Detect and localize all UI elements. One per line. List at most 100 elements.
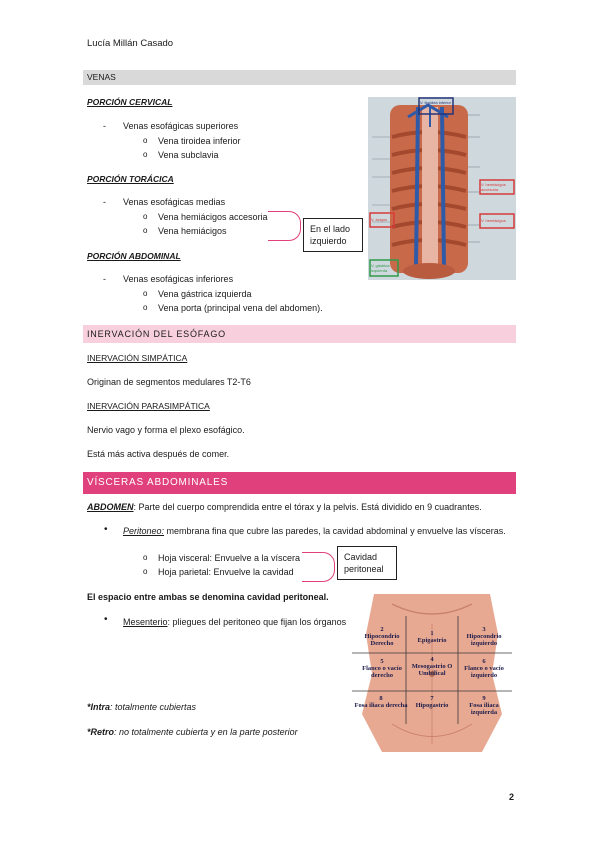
- dash-marker: -: [103, 121, 106, 131]
- region-epigastrio: 1 Epigastrio: [408, 630, 456, 644]
- subsection-title-toracica: PORCIÓN TORÁCICA: [87, 174, 174, 184]
- note-line-2: peritoneal: [344, 564, 384, 574]
- dash-marker: -: [103, 274, 106, 284]
- circle-bullet: o: [143, 136, 148, 145]
- espacio-text: El espacio entre ambas se denomina cavid…: [87, 592, 329, 602]
- section-band-venas: VENAS: [83, 70, 516, 85]
- region-name: Hipocondrio Derecho: [364, 633, 400, 647]
- bullet-dot: •: [104, 614, 108, 625]
- region-num: 8: [379, 695, 383, 702]
- region-num: 5: [380, 658, 384, 665]
- mesenterio-definition: Mesenterio: pliegues del peritoneo que f…: [123, 616, 379, 628]
- region-fosa-iliaca-izquierda: 9 Fosa iliaca izquierda: [459, 695, 509, 716]
- brace-toracica: [268, 211, 301, 241]
- abdomen-definition: ABDOMEN: Parte del cuerpo comprendida en…: [87, 502, 482, 513]
- region-hipocondrio-derecho: 2 Hipocondrio Derecho: [358, 626, 406, 647]
- subsection-title-cervical: PORCIÓN CERVICAL: [87, 97, 173, 107]
- region-num: 3: [482, 626, 486, 633]
- peritoneo-definition: Peritoneo: membrana fina que cubre las p…: [123, 526, 506, 537]
- note-line-2: izquierdo: [310, 236, 347, 246]
- region-flanco-derecho: 5 Flanco o vacío derecho: [358, 658, 406, 679]
- intra-def: : totalmente cubiertas: [110, 702, 197, 712]
- region-name: Flanco o vacío derecho: [362, 665, 402, 679]
- subsection-title-simpatica: INERVACIÓN SIMPÁTICA: [87, 353, 188, 363]
- circle-bullet: o: [143, 226, 148, 235]
- region-num: 4: [430, 656, 434, 663]
- abdominal-main-item: Venas esofágicas inferiores: [123, 274, 234, 284]
- torso-illustration: [352, 594, 512, 752]
- mesenterio-def: : pliegues del peritoneo que fijan los ó…: [167, 617, 347, 627]
- peritoneo-def: membrana fina que cubre las paredes, la …: [164, 526, 506, 536]
- abdomen-term: ABDOMEN: [87, 502, 134, 512]
- region-hipogastrio: 7 Hipogastrio: [408, 695, 456, 709]
- abdominal-item-1: Vena gástrica izquierda: [158, 289, 252, 299]
- circle-bullet: o: [143, 553, 148, 562]
- section-band-inervacion: INERVACIÓN DEL ESÓFAGO: [83, 325, 516, 343]
- intra-term: *Intra: [87, 702, 111, 712]
- circle-bullet: o: [143, 567, 148, 576]
- parasimpatica-text-2: Está más activa después de comer.: [87, 449, 230, 459]
- toracica-main-item: Venas esofágicas medias: [123, 197, 226, 207]
- region-num: 1: [430, 630, 434, 637]
- note-line-1: Cavidad: [344, 552, 378, 562]
- section-title-visceras: VÍSCERAS ABDOMINALES: [87, 477, 229, 488]
- subsection-title-abdominal: PORCIÓN ABDOMINAL: [87, 251, 181, 261]
- label-v-hemiacigos-accesoria: V. hemiácigos accesoria: [481, 182, 506, 192]
- dash-marker: -: [103, 197, 106, 207]
- region-name: Hipocondrio izquierdo: [466, 633, 502, 647]
- retro-note: *Retro: no totalmente cubierta y en la p…: [87, 727, 298, 738]
- subsection-title-parasimpatica: INERVACIÓN PARASIMPÁTICA: [87, 401, 210, 411]
- abdomen-def: : Parte del cuerpo comprendida entre el …: [133, 502, 482, 512]
- bullet-dot: •: [104, 524, 108, 535]
- cervical-main-item: Venas esofágicas superiores: [123, 121, 239, 131]
- region-mesogastrio: 4 Mesogastrio O Umbilical: [408, 656, 456, 677]
- author-name: Lucía Millán Casado: [87, 38, 174, 49]
- region-name: Fosa iliaca derecha: [354, 702, 408, 709]
- hoja-visceral: Hoja visceral: Envuelve a la víscera: [158, 553, 301, 563]
- region-name: Mesogastrio O Umbilical: [411, 663, 453, 677]
- label-v-gastrica: V. gástrica izquierda: [371, 263, 390, 273]
- retro-term: *Retro: [87, 727, 115, 737]
- region-name: Epigastrio: [417, 637, 447, 644]
- cervical-item-2: Vena subclavia: [158, 150, 219, 160]
- circle-bullet: o: [143, 289, 148, 298]
- retro-def: : no totalmente cubierta y en la parte p…: [114, 727, 298, 737]
- region-name: Fosa iliaca izquierda: [469, 702, 499, 716]
- abdominal-item-2: Vena porta (principal vena del abdomen).: [158, 303, 323, 313]
- parasimpatica-text-1: Nervio vago y forma el plexo esofágico.: [87, 425, 245, 435]
- region-name: Hipogastrio: [415, 702, 449, 709]
- region-num: 2: [380, 626, 384, 633]
- region-fosa-iliaca-derecha: 8 Fosa iliaca derecha: [354, 695, 408, 709]
- label-v-hemiacigos: V. hemiácigos: [481, 218, 506, 223]
- region-name: Flanco o vacío izquierdo: [464, 665, 504, 679]
- circle-bullet: o: [143, 212, 148, 221]
- esophagus-veins-figure: V. tiroidea inferior V. ácigos V. hemiác…: [368, 97, 516, 280]
- circle-bullet: o: [143, 303, 148, 312]
- peritoneo-term: Peritoneo:: [123, 526, 165, 536]
- cervical-item-1: Vena tiroidea inferior: [158, 136, 241, 146]
- toracica-item-1: Vena hemiácigos accesoria: [158, 212, 268, 222]
- label-v-tiroidea: V. tiroidea inferior: [420, 100, 451, 105]
- brace-cavidad: [302, 552, 335, 582]
- region-num: 9: [482, 695, 486, 702]
- section-title-inervacion: INERVACIÓN DEL ESÓFAGO: [87, 329, 226, 339]
- label-v-acigos: V. ácigos: [371, 217, 388, 222]
- page-number: 2: [508, 792, 514, 802]
- intra-note: *Intra: totalmente cubiertas: [87, 702, 196, 713]
- toracica-item-2: Vena hemiácigos: [158, 226, 227, 236]
- note-box-left-side: En el lado izquierdo: [303, 218, 363, 252]
- mesenterio-term: Mesenterio: [123, 617, 168, 627]
- hoja-parietal: Hoja parietal: Envuelve la cavidad: [158, 567, 294, 577]
- note-box-cavidad: Cavidad peritoneal: [337, 546, 397, 580]
- region-num: 7: [430, 695, 434, 702]
- abdominal-regions-figure: 2 Hipocondrio Derecho 1 Epigastrio 3 Hip…: [352, 594, 512, 752]
- esophagus-illustration: [368, 97, 516, 280]
- note-line-1: En el lado: [310, 224, 351, 234]
- region-num: 6: [482, 658, 486, 665]
- simpatica-text: Originan de segmentos medulares T2-T6: [87, 377, 251, 387]
- circle-bullet: o: [143, 150, 148, 159]
- section-band-visceras: VÍSCERAS ABDOMINALES: [83, 472, 516, 494]
- section-title-venas: VENAS: [87, 72, 116, 82]
- region-flanco-izquierdo: 6 Flanco o vacío izquierdo: [459, 658, 509, 679]
- region-hipocondrio-izquierdo: 3 Hipocondrio izquierdo: [459, 626, 509, 647]
